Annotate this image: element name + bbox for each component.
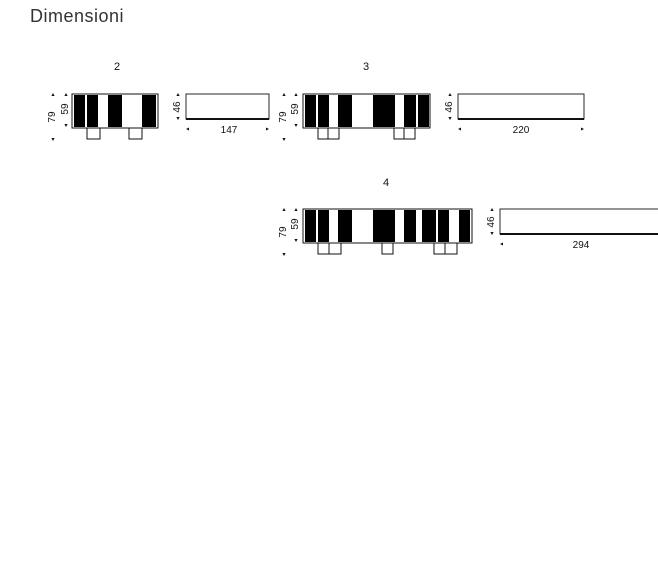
model-2-label: 2 xyxy=(114,61,121,73)
page-title: Dimensioni xyxy=(30,6,125,26)
model-4-label: 4 xyxy=(383,177,390,189)
model-2-front-view xyxy=(71,93,159,140)
model-2-top-view: 46 147 xyxy=(172,93,270,136)
model-4-front-view xyxy=(302,208,473,255)
model-2-depth: 46 xyxy=(172,101,183,113)
model-3-width: 220 xyxy=(513,125,530,136)
model-2-width: 147 xyxy=(221,125,238,136)
model-3-height-total: 79 xyxy=(278,111,289,123)
model-4-height-total: 79 xyxy=(278,226,289,238)
model-4-width: 294 xyxy=(573,240,590,251)
model-4-height-body: 59 xyxy=(290,218,301,230)
model-2-height-dims: 79 59 xyxy=(47,93,71,141)
model-3-label: 3 xyxy=(363,61,370,73)
model-3-top-view: 46 220 xyxy=(444,93,585,136)
model-2-height-body: 59 xyxy=(60,103,71,115)
model-3-height-body: 59 xyxy=(290,103,301,115)
model-2-height-total: 79 xyxy=(47,111,58,123)
model-4-height-dims: 79 59 xyxy=(278,208,301,256)
model-4-top-view: 46 294 xyxy=(486,208,658,251)
model-3-depth: 46 xyxy=(444,101,455,113)
model-3-front-view xyxy=(302,93,431,140)
model-3-height-dims: 79 59 xyxy=(278,93,301,141)
model-4-depth: 46 xyxy=(486,216,497,228)
